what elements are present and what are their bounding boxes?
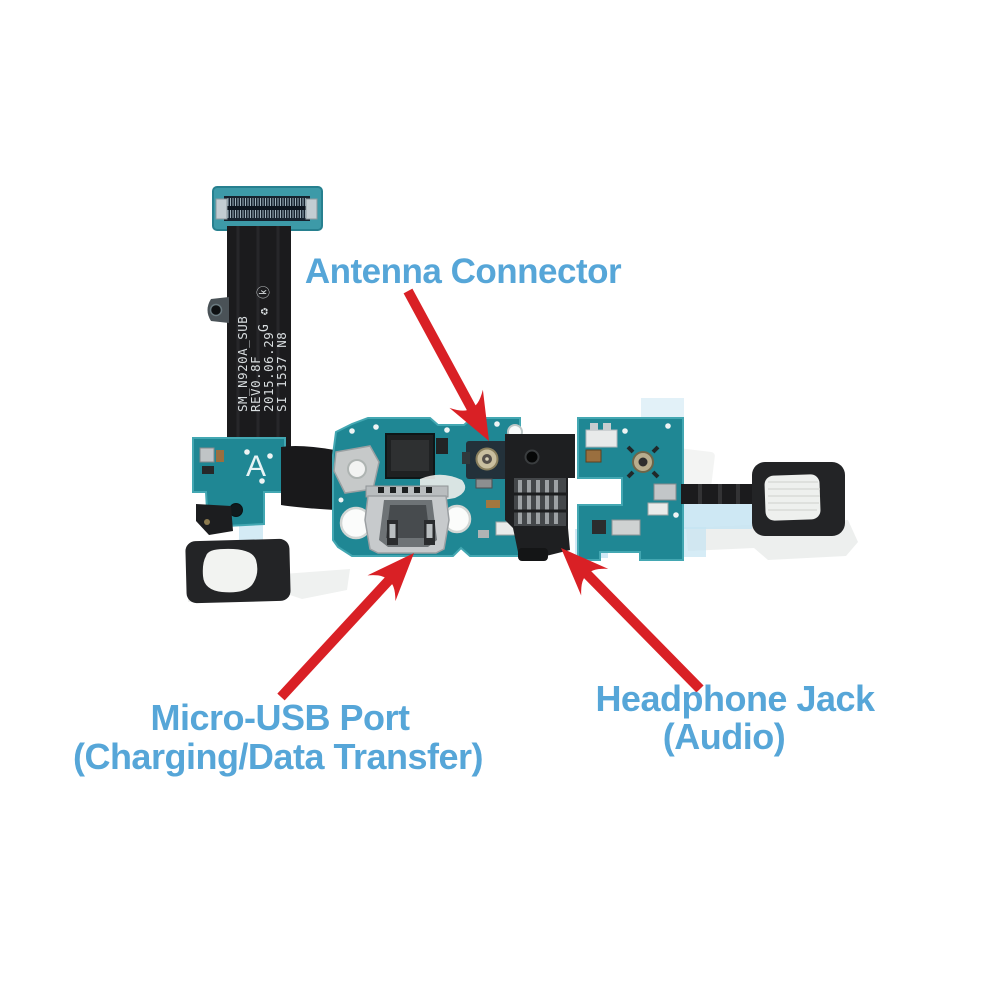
right-sensor-mesh: [764, 474, 821, 521]
micro-usb-port: [364, 485, 450, 554]
passive-component: [647, 502, 669, 516]
film-white-small: [674, 448, 715, 492]
usb-pin: [378, 487, 384, 493]
left-sensor-mesh: [202, 548, 258, 593]
antenna-connector-pin: [485, 457, 489, 461]
ribbon-markings: SM_N920A_SUB REV0.8F 2015.06.29 SI 1537 …: [235, 285, 289, 412]
test-pad: [673, 512, 679, 518]
passive-component: [592, 520, 606, 534]
small-chip: [436, 438, 448, 454]
board-position-marker: A: [246, 450, 266, 483]
annotation-arrows: [277, 288, 704, 701]
ribbon-marking-lot: SI 1537 N8: [274, 332, 289, 412]
micro-usb-label-line1: Micro-USB Port: [150, 697, 410, 738]
test-pad: [244, 449, 250, 455]
test-pad: [622, 428, 628, 434]
pcb-center-board: [332, 417, 523, 557]
headphone-label-line2: (Audio): [663, 716, 785, 757]
test-pad: [665, 423, 671, 429]
test-pad: [267, 453, 273, 459]
ribbon-marking-date: 2015.06.29: [261, 332, 276, 412]
flex-bridge-left: [281, 446, 335, 510]
test-pad: [494, 421, 500, 427]
headphone-label-line1: Headphone Jack: [595, 678, 876, 719]
usb-pin: [426, 487, 432, 493]
usb-pin: [414, 487, 420, 493]
left-arm-component-1: [199, 447, 215, 463]
antenna-connector: [466, 441, 512, 479]
connector-cap: [603, 423, 611, 430]
connector-cap: [590, 423, 598, 430]
jack-opening: [524, 449, 540, 465]
usb-pin: [402, 487, 408, 493]
mic-boom-bracket: [196, 504, 233, 535]
jack-barrel-ribs: [518, 480, 558, 524]
passive-component: [478, 530, 489, 538]
passive-component: [486, 500, 500, 508]
antenna-label: Antenna Connector: [305, 252, 622, 291]
passive-component: [585, 449, 602, 463]
pcb-right-section: [577, 417, 684, 561]
left-arm-component-2: [202, 466, 214, 474]
ribbon-marking-revision: REV0.8F: [248, 356, 263, 412]
headphone-jack: [505, 434, 575, 561]
test-pad: [349, 428, 355, 434]
left-sensor-pad-assembly: [185, 538, 291, 604]
shield-component: [653, 483, 677, 501]
right-flex-segments: [698, 484, 740, 504]
antenna-connector-secondary: [626, 445, 660, 479]
top-flex-assembly: SM_N920A_SUB REV0.8F 2015.06.29 SI 1537 …: [207, 186, 323, 447]
test-pad: [444, 427, 450, 433]
test-pad: [259, 478, 265, 484]
passive-component: [611, 519, 641, 536]
micro-usb-label-line2: (Charging/Data Transfer): [73, 736, 483, 777]
usb-prong-right: [426, 524, 433, 538]
headphone-arrow: [561, 548, 704, 693]
passive-component: [462, 452, 470, 464]
mesh-texture: [768, 481, 820, 511]
connector-clip-right: [305, 198, 318, 220]
film-white-left-tail: [283, 569, 350, 599]
connector-clip-left: [215, 198, 228, 220]
ribbon-cert-marks: G ♻ ⓚ: [257, 285, 272, 332]
passive-component: [475, 478, 493, 489]
usb-prong-left: [389, 524, 396, 538]
right-flex-pad-assembly: [681, 462, 845, 536]
micro-usb-arrow: [277, 553, 414, 701]
usb-pin: [390, 487, 396, 493]
bracket-hole: [347, 459, 367, 479]
test-pad: [338, 497, 344, 503]
callout-labels: Antenna Connector Micro-USB Port (Chargi…: [73, 252, 877, 777]
jack-foot: [518, 548, 548, 561]
ribbon-marking-model: SM_N920A_SUB: [235, 316, 250, 412]
left-arm-component-3: [216, 450, 224, 462]
ribbon-sheen: [236, 226, 280, 447]
board-connector-white: [585, 429, 618, 448]
antenna-arrow: [403, 288, 489, 441]
test-pad: [373, 424, 379, 430]
pcb-left-arm: A: [192, 437, 286, 535]
mic-contact: [204, 519, 210, 525]
ribbon-hole-tab: [207, 297, 229, 323]
main-ic-die: [391, 440, 429, 471]
